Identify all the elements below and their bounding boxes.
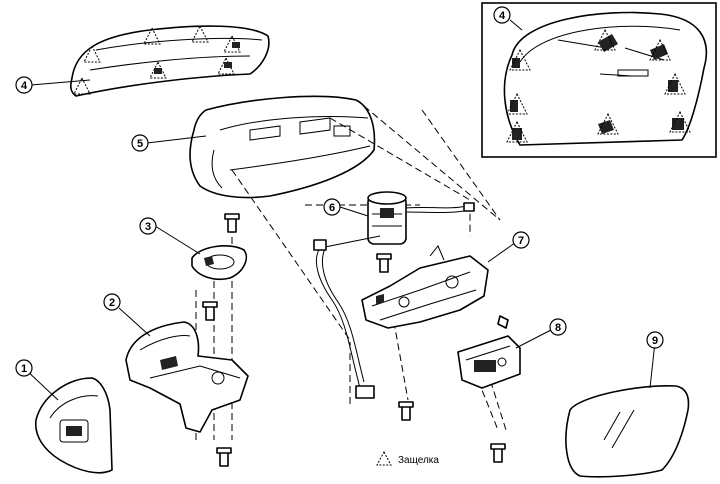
latch-triangle-icon (376, 450, 392, 466)
callout-3: 3 (139, 217, 157, 235)
callout-8: 8 (549, 318, 567, 336)
svg-text:1: 1 (21, 363, 27, 375)
callout-2: 2 (103, 293, 121, 311)
screw-icon (216, 447, 232, 467)
part-4-mirror-cover (70, 24, 270, 97)
callout-1: 1 (15, 359, 33, 377)
screw-icon (398, 401, 414, 421)
callout-7: 7 (512, 231, 530, 249)
screw-icon (376, 253, 392, 273)
part-5-mirror-housing (189, 95, 376, 199)
svg-text:6: 6 (329, 202, 335, 214)
callout-9: 9 (646, 331, 664, 349)
part-1-inner-cover (35, 377, 113, 474)
svg-text:4: 4 (499, 10, 506, 22)
part-7-frame-bracket (361, 245, 509, 329)
screw-icon (202, 301, 218, 321)
part-8-adjuster-unit (457, 335, 521, 389)
svg-text:2: 2 (109, 297, 115, 309)
svg-text:8: 8 (555, 322, 561, 334)
svg-text:5: 5 (137, 138, 143, 150)
callout-6: 6 (323, 198, 341, 216)
screw-icon (224, 213, 240, 233)
part-2-mirror-stay (125, 321, 249, 433)
legend-label: Защелка (398, 455, 439, 466)
inset-detail (481, 2, 717, 158)
svg-text:7: 7 (518, 235, 524, 247)
svg-text:9: 9 (652, 335, 658, 347)
part-6-actuator-motor (367, 191, 475, 245)
callouts: 1 2 3 4 5 6 7 8 (15, 6, 664, 377)
legend: Защелка (376, 450, 439, 466)
part-9-mirror-glass (565, 384, 690, 478)
callout-4-inset: 4 (493, 6, 511, 24)
screws (202, 213, 506, 467)
wire-harness (313, 235, 381, 399)
callout-5: 5 (131, 134, 149, 152)
svg-text:4: 4 (21, 80, 28, 92)
screw-icon (490, 443, 506, 463)
callout-4: 4 (15, 76, 33, 94)
part-3-base-gasket (191, 245, 248, 281)
svg-text:3: 3 (145, 221, 151, 233)
